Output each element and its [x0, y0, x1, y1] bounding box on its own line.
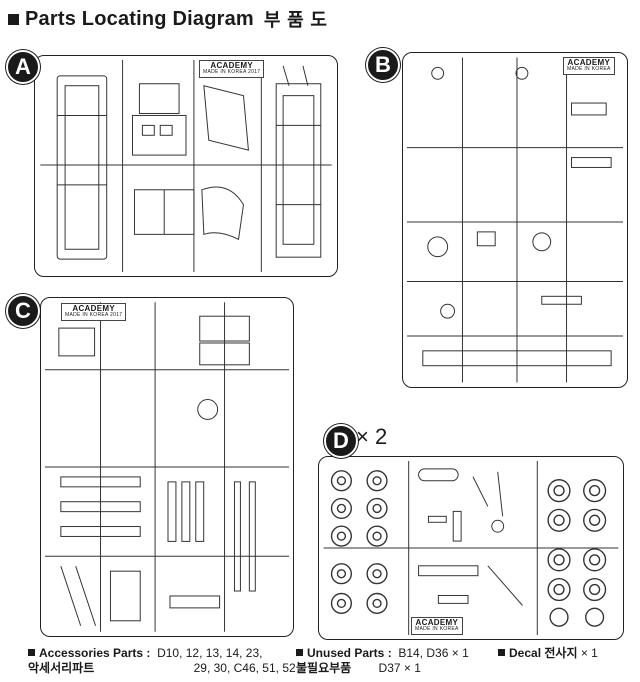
- sprue-d-brand: ACADEMY: [415, 618, 459, 627]
- sprue-b-brand: ACADEMY: [567, 58, 611, 67]
- sprue-a-brand: ACADEMY: [210, 61, 253, 70]
- sprue-d-multiplier: × 2: [356, 424, 388, 449]
- square-bullet-icon: [296, 649, 303, 656]
- sprue-b-badge: B: [366, 48, 400, 82]
- sprue-d-diagram: ACADEMY MADE IN KOREA: [318, 456, 624, 640]
- sprue-c-diagram: ACADEMY MADE IN KOREA 2017: [40, 297, 294, 637]
- decal-label: Decal: [509, 646, 542, 660]
- accessories-label-korean: 악세서리파트: [28, 661, 95, 675]
- page-header: Parts Locating Diagram 부 품 도: [8, 6, 327, 32]
- sprue-a-diagram: ACADEMY MADE IN KOREA 2017: [34, 55, 338, 277]
- unused-line-2: D37 × 1: [378, 661, 421, 675]
- sprue-c-brand: ACADEMY: [72, 304, 115, 313]
- sprue-a-drawing: [40, 59, 332, 273]
- square-bullet-icon: [8, 13, 19, 25]
- decal-note: Decal 전사지 × 1: [498, 646, 598, 661]
- square-bullet-icon: [28, 649, 35, 656]
- sprue-d-drawing: [323, 460, 619, 636]
- sprue-c-drawing: [44, 302, 290, 632]
- sprue-b-diagram: ACADEMY MADE IN KOREA: [402, 52, 628, 388]
- accessories-parts-note: Accessories Parts : D10, 12, 13, 14, 23,…: [28, 646, 296, 676]
- unused-parts-note: Unused Parts : B14, D36 × 1 불필요부품 D37 × …: [296, 646, 469, 676]
- sprue-b-brand-tag: ACADEMY MADE IN KOREA: [563, 57, 615, 75]
- sprue-c-badge: C: [6, 294, 40, 328]
- sprue-d-brand-sub: MADE IN KOREA: [415, 626, 459, 633]
- sprue-d-badge: D: [324, 424, 358, 458]
- accessories-line-2: 29, 30, C46, 51, 52: [193, 661, 296, 675]
- sprue-a-brand-tag: ACADEMY MADE IN KOREA 2017: [199, 60, 265, 78]
- sprue-a-badge: A: [6, 50, 40, 84]
- unused-label-korean: 불필요부품: [296, 661, 352, 675]
- sprue-c-brand-tag: ACADEMY MADE IN KOREA 2017: [61, 303, 127, 321]
- accessories-label: Accessories Parts :: [39, 646, 151, 660]
- accessories-line-1: D10, 12, 13, 14, 23,: [157, 646, 263, 660]
- page-title: Parts Locating Diagram: [25, 7, 254, 30]
- unused-line-1: B14, D36 × 1: [398, 646, 469, 660]
- decal-label-korean: 전사지: [544, 646, 578, 660]
- sprue-b-brand-sub: MADE IN KOREA: [567, 66, 611, 73]
- sprue-c-brand-sub: MADE IN KOREA 2017: [65, 312, 123, 319]
- page-title-korean: 부 품 도: [263, 10, 328, 31]
- sprue-d-brand-tag: ACADEMY MADE IN KOREA: [411, 617, 463, 635]
- sprue-b-drawing: [406, 57, 624, 383]
- decal-count: × 1: [580, 646, 598, 660]
- sprue-a-brand-sub: MADE IN KOREA 2017: [203, 69, 261, 76]
- unused-label: Unused Parts :: [307, 646, 392, 660]
- square-bullet-icon: [498, 649, 505, 656]
